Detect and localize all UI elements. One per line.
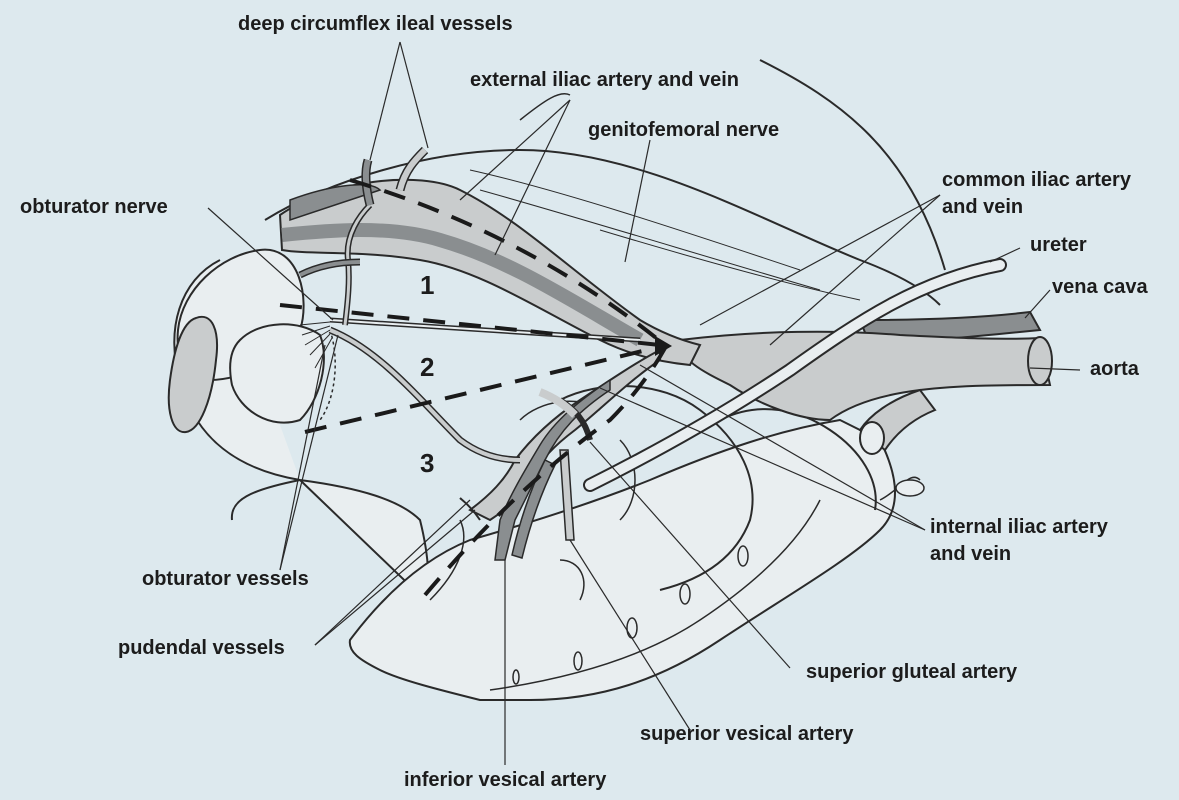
- external-iliac-band: [278, 178, 702, 367]
- label-internal-iliac-line2: and vein: [930, 543, 1012, 565]
- label-common-iliac-line2: and vein: [942, 196, 1024, 218]
- sacrum: [348, 385, 925, 701]
- psoas-muscle: [264, 59, 946, 306]
- label-vena-cava: vena cava: [1052, 276, 1148, 298]
- label-superior-vesical-artery: superior vesical artery: [640, 723, 854, 745]
- leader-lines: [207, 41, 1081, 765]
- label-obturator-vessels: obturator vessels: [142, 568, 309, 590]
- label-deep-circumflex-ileal-vessels: deep circumflex ileal vessels: [238, 13, 513, 35]
- label-genitofemoral-nerve: genitofemoral nerve: [588, 119, 780, 141]
- label-inferior-vesical-artery: inferior vesical artery: [404, 769, 607, 791]
- zone-2-number: 2: [420, 352, 435, 382]
- label-internal-iliac-line1: internal iliac artery: [930, 516, 1108, 538]
- label-superior-gluteal-artery: superior gluteal artery: [806, 661, 1018, 683]
- internal-iliac-tree: [459, 348, 661, 561]
- label-pudendal-vessels: pudendal vessels: [118, 637, 285, 659]
- label-obturator-nerve: obturator nerve: [20, 196, 168, 218]
- label-ureter: ureter: [1030, 234, 1087, 256]
- label-external-iliac-artery-vein: external iliac artery and vein: [470, 69, 740, 91]
- zone-1-number: 1: [420, 270, 435, 300]
- label-aorta: aorta: [1090, 358, 1139, 380]
- dissection-boundaries: [279, 178, 667, 597]
- obturator-structures: [298, 146, 641, 464]
- pelvic-bone: [167, 248, 430, 602]
- boundary-arrowhead: [655, 336, 672, 356]
- label-common-iliac-line1: common iliac artery: [942, 169, 1131, 191]
- great-vessels: [678, 310, 1053, 455]
- zone-3-number: 3: [420, 448, 435, 478]
